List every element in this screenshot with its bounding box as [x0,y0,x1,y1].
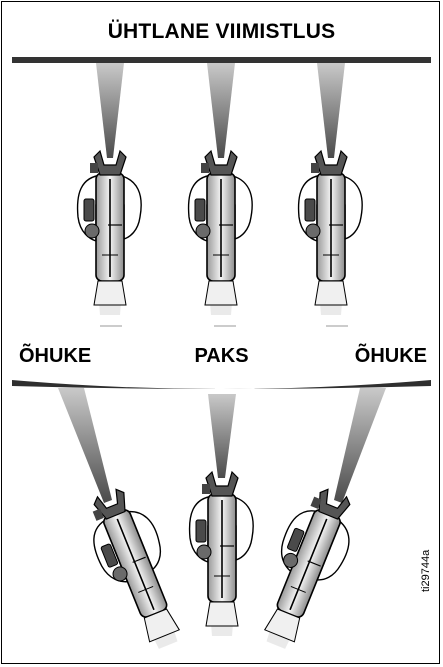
label-thin-left: ÕHUKE [19,345,92,367]
spray-cone-bottom-right [334,388,386,503]
top-surface-bar [12,57,431,63]
document-id: ti29744a [420,549,432,592]
label-thick-center: PAKS [194,345,249,367]
curved-surface [12,380,431,389]
spray-cone-bottom-left [58,388,112,503]
spray-gun-top-3 [297,150,363,316]
spray-gun-top-2 [187,150,253,316]
figure-title: ÜHTLANE VIIMISTLUS [107,20,336,43]
label-thin-right: ÕHUKE [354,345,427,367]
spray-gun-top-1 [76,150,142,316]
spray-gun-bottom-right [244,480,367,658]
spray-gun-bottom-left [75,480,198,659]
spray-cone-top-1 [96,63,124,158]
spray-cone-top-2 [207,63,235,158]
spray-cone-top-3 [317,63,345,158]
spray-cone-bottom-center [208,394,236,478]
spray-gun-bottom-center [188,471,254,637]
